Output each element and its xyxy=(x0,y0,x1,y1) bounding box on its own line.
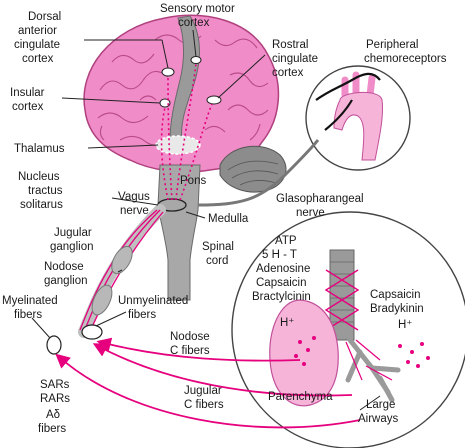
label-jugular-c-2: C fibers xyxy=(184,399,224,411)
label-nodose-ganglion-2: ganglion xyxy=(44,275,87,287)
label-nodose-c-2: C fibers xyxy=(170,345,210,357)
label-dorsal-4: cortex xyxy=(22,53,54,65)
unmyelinated-fiber-marker xyxy=(82,325,102,339)
label-unmyelinated-2: fibers xyxy=(128,309,156,321)
label-spinal-1: Spinal xyxy=(202,241,234,253)
label-vagus-2: nerve xyxy=(120,205,149,217)
lung xyxy=(270,300,338,406)
label-myelinated-1: Myelinated xyxy=(2,295,58,307)
stimulus-left-3: Capsaicin xyxy=(256,277,307,289)
label-peripheral-1: Peripheral xyxy=(366,39,418,51)
insula-marker xyxy=(160,99,170,107)
label-rars: RARs xyxy=(40,393,70,405)
stimulus-right-2: H⁺ xyxy=(398,319,412,331)
stimulus-left-5: H⁺ xyxy=(280,317,294,329)
label-sensory-motor-1: Sensory motor xyxy=(160,3,235,15)
label-nodose-ganglion-1: Nodose xyxy=(44,261,84,273)
label-dorsal-2: anterior xyxy=(18,25,57,37)
label-pons: Pons xyxy=(180,175,206,187)
label-thalamus: Thalamus xyxy=(14,143,65,155)
label-nts-3: solitarus xyxy=(20,199,63,211)
label-rostral-3: cortex xyxy=(272,67,304,79)
stimulus-left-2: Adenosine xyxy=(256,263,310,275)
stimulus-left-4: Bractylcinin xyxy=(252,291,311,303)
label-jugular-ganglion-2: ganglion xyxy=(50,241,93,253)
label-large-airways-1: Large xyxy=(366,399,395,411)
label-rostral-1: Rostral xyxy=(272,39,308,51)
label-unmyelinated-1: Unmyelinated xyxy=(118,295,188,307)
label-sars: SARs xyxy=(40,379,70,391)
label-jugular-c-1: Jugular xyxy=(184,385,222,397)
label-myelinated-2: fibers xyxy=(14,309,42,321)
label-large-airways-2: Airways xyxy=(358,413,399,425)
stimulus-left-1: 5 H - T xyxy=(262,249,297,261)
label-insular-1: Insular xyxy=(10,87,45,99)
chemoreceptor-inset xyxy=(306,66,410,170)
label-rostral-2: cingulate xyxy=(272,53,318,65)
label-parenchyma: Parenchyma xyxy=(268,391,333,403)
stimulus-left-0: ATP xyxy=(275,235,297,247)
label-jugular-ganglion-1: Jugular xyxy=(54,227,92,239)
label-adelta-fibers: fibers xyxy=(38,423,66,435)
label-vagus-1: Vagus xyxy=(118,191,150,203)
stimulus-right-0: Capsaicin xyxy=(370,289,421,301)
label-peripheral-2: chemoreceptors xyxy=(364,53,447,65)
lung-inset xyxy=(232,212,465,448)
myelinated-fiber-marker xyxy=(47,336,61,354)
label-medulla: Medulla xyxy=(208,213,249,225)
label-nodose-c-1: Nodose xyxy=(170,331,210,343)
label-glosso-1: Glasopharangeal xyxy=(276,193,364,205)
dacc-marker xyxy=(162,68,174,76)
label-nts-2: tractus xyxy=(28,185,63,197)
label-sensory-motor-2: cortex xyxy=(178,17,210,29)
label-insular-2: cortex xyxy=(12,101,44,113)
label-glosso-2: nerve xyxy=(296,207,325,219)
label-dorsal-1: Dorsal xyxy=(28,11,61,23)
smc-marker xyxy=(191,57,201,64)
label-dorsal-3: cingulate xyxy=(14,39,60,51)
label-adelta: Aδ xyxy=(46,409,60,421)
thalamus-marker xyxy=(156,136,200,154)
stimulus-right-1: Bradykinin xyxy=(370,303,424,315)
label-spinal-2: cord xyxy=(206,255,228,267)
label-nts-1: Nucleus xyxy=(18,171,60,183)
